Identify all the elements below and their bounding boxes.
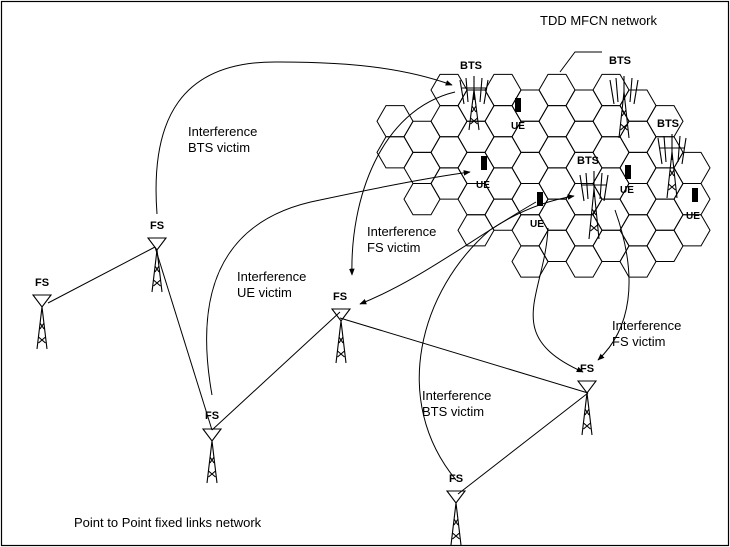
annotation-ue-victim-2: UE victim [237,285,292,300]
fs-station-left [31,294,53,350]
annotation-bts-victim-top-1: Interference [188,124,257,139]
arc-bts-to-fs-right-victim [597,209,630,361]
ue-label-4: UE [620,185,634,196]
ue-device-4 [625,165,631,179]
bts-tower-upper-right [609,76,639,139]
hex-cell [646,198,684,231]
hex-cell [538,73,576,107]
arc-fs-to-bts-victim [155,61,453,215]
hex-cell [403,120,441,153]
ue-device-3 [537,192,543,206]
hex-cell [484,167,522,200]
arc-fs-bottom-to-bts-victim [418,194,575,481]
bts-label-center: BTS [577,155,599,167]
hex-cell [511,151,549,184]
ue-device-2 [481,156,487,170]
link-fs-lower-to-fs-center [211,311,341,431]
link-fs-center-to-fs-right [339,317,589,394]
fs-station-bottom [445,490,467,546]
ue-label-5: UE [686,211,700,222]
hex-cell [484,136,522,169]
hex-cell [403,151,441,184]
hex-cell [457,120,495,153]
hex-cell [430,136,468,169]
hex-cell [673,151,711,184]
bts-towers [459,76,687,240]
arc-bts-to-fs-victim [349,91,456,276]
fs-label-center: FS [333,291,347,303]
link-fs-upper-to-fs-lower [154,246,213,431]
annotation-fs-victim-right-2: FS victim [612,334,665,349]
annotation-bts-victim-top-2: BTS victim [188,140,250,155]
annotation-bts-victim-bottom-2: BTS victim [422,404,484,419]
bts-label-upper-right: BTS [609,55,631,67]
fs-station-upper [146,237,168,293]
bts-tower-center [579,171,609,240]
hex-cell [538,136,576,169]
fs-label-right: FS [580,363,594,375]
hex-cell [619,214,657,247]
hex-cell [646,167,684,200]
fs-label-upper: FS [150,220,164,232]
hex-cell [376,105,414,138]
fs-label-lower: FS [205,410,219,422]
fs-label-left: FS [35,277,49,289]
cellular-hex-grid [376,73,711,278]
hex-cell [430,105,468,138]
diagram-title: TDD MFCN network [540,13,658,28]
hex-cell [592,105,630,138]
hex-cell [673,214,711,247]
fs-station-center [330,308,352,364]
fs-station-right [576,380,598,436]
hex-cell [403,183,441,216]
ue-label-3: UE [530,219,544,230]
ue-label-2: UE [476,180,490,191]
hex-cell [646,229,684,262]
bts-leader-line [559,51,602,73]
arc-ue-to-fs-right-victim [532,227,584,373]
annotation-bts-victim-bottom-1: Interference [422,388,491,403]
arc-ue-to-fs-victim [359,201,537,305]
bts-label-top: BTS [460,60,482,72]
hex-cell [565,245,603,278]
annotation-fs-victim-right-1: Interference [612,318,681,333]
fs-station-lower [201,428,223,484]
bts-label-right: BTS [657,118,679,130]
annotation-ue-victim-1: Interference [237,269,306,284]
hex-cell [619,245,657,278]
diagram-footer: Point to Point fixed links network [74,515,262,530]
hex-cell [565,89,603,122]
ue-label-1: UE [511,121,525,132]
hex-cell [376,136,414,169]
ue-device-1 [515,98,521,112]
hex-cell [457,214,495,247]
fs-stations [31,237,598,546]
bts-tower-top [459,76,489,131]
annotation-fs-victim-mid-2: FS victim [367,240,420,255]
hex-cell [565,120,603,153]
ue-device-5 [692,188,698,202]
hex-cell [430,167,468,200]
annotation-fs-victim-mid-1: Interference [367,224,436,239]
hex-cell [592,198,630,231]
hex-cell [511,245,549,278]
fs-label-bottom: FS [449,473,463,485]
bts-tower-right [657,134,687,199]
ue-devices [481,98,698,206]
arc-fs-to-ue-victim [206,170,471,396]
hex-cell [538,105,576,138]
hex-cell [457,151,495,184]
hex-cell [538,167,576,200]
link-fs-right-to-fs-bottom [457,392,589,495]
link-fs-left-to-fs-upper [47,246,156,304]
fixed-links [47,246,589,495]
